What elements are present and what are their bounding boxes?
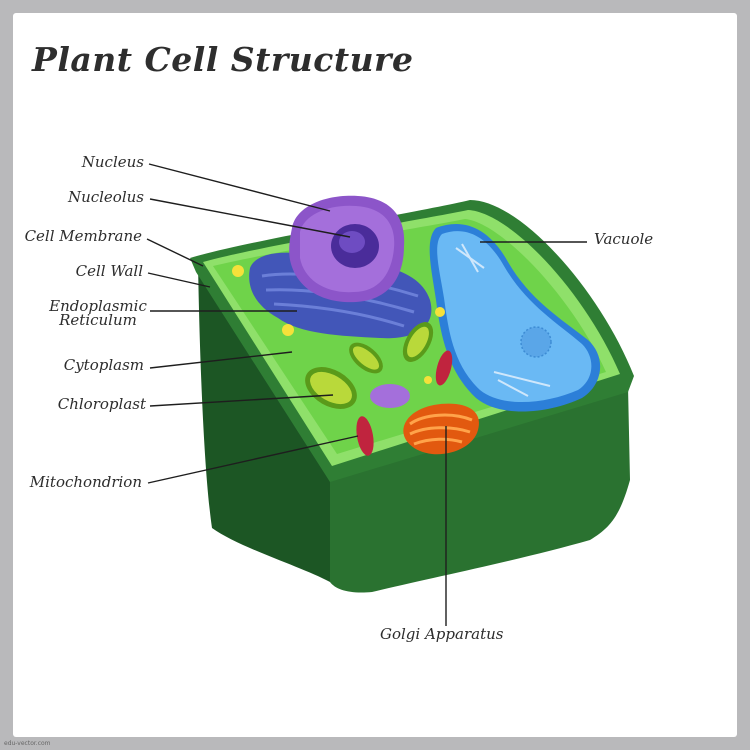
label-cell-membrane: Cell Membrane: [24, 227, 142, 245]
label-nucleolus: Nucleolus: [67, 188, 144, 206]
vacuole-shape: [429, 224, 601, 412]
leader-nucleus: [148, 163, 331, 212]
leader-lines: [146, 163, 587, 626]
label-nucleus: Nucleus: [81, 153, 144, 171]
granules: [232, 265, 445, 384]
leader-cell-wall: [147, 272, 211, 288]
leader-mitochondrion: [147, 435, 359, 484]
cell-wall-front-face: [330, 386, 630, 593]
diagram-title: Plant Cell Structure: [32, 40, 414, 79]
label-er-line1: Endoplasmic: [49, 297, 147, 315]
watermark: edu-vector.com: [4, 740, 51, 747]
nucleus-shape: [289, 195, 405, 303]
label-mitochondrion: Mitochondrion: [29, 473, 142, 491]
label-cell-wall: Cell Wall: [75, 262, 143, 280]
label-endoplasmic-reticulum: Endoplasmic Reticulum: [48, 297, 148, 329]
label-er-line2: Reticulum: [59, 311, 137, 329]
label-vacuole: Vacuole: [594, 230, 654, 248]
leader-chloroplast: [149, 394, 334, 407]
leader-cell-membrane: [146, 238, 204, 267]
leader-cytoplasm: [149, 351, 293, 369]
label-golgi-apparatus: Golgi Apparatus: [380, 625, 504, 643]
leader-nucleolus: [149, 198, 351, 238]
cell-wall-left-face: [198, 262, 330, 582]
label-cytoplasm: Cytoplasm: [63, 356, 144, 374]
golgi-shape: [403, 403, 480, 455]
mitochondria: [356, 350, 453, 456]
chloroplasts: [305, 322, 434, 409]
vesicle-shape: [370, 384, 410, 408]
label-chloroplast: Chloroplast: [57, 395, 146, 413]
